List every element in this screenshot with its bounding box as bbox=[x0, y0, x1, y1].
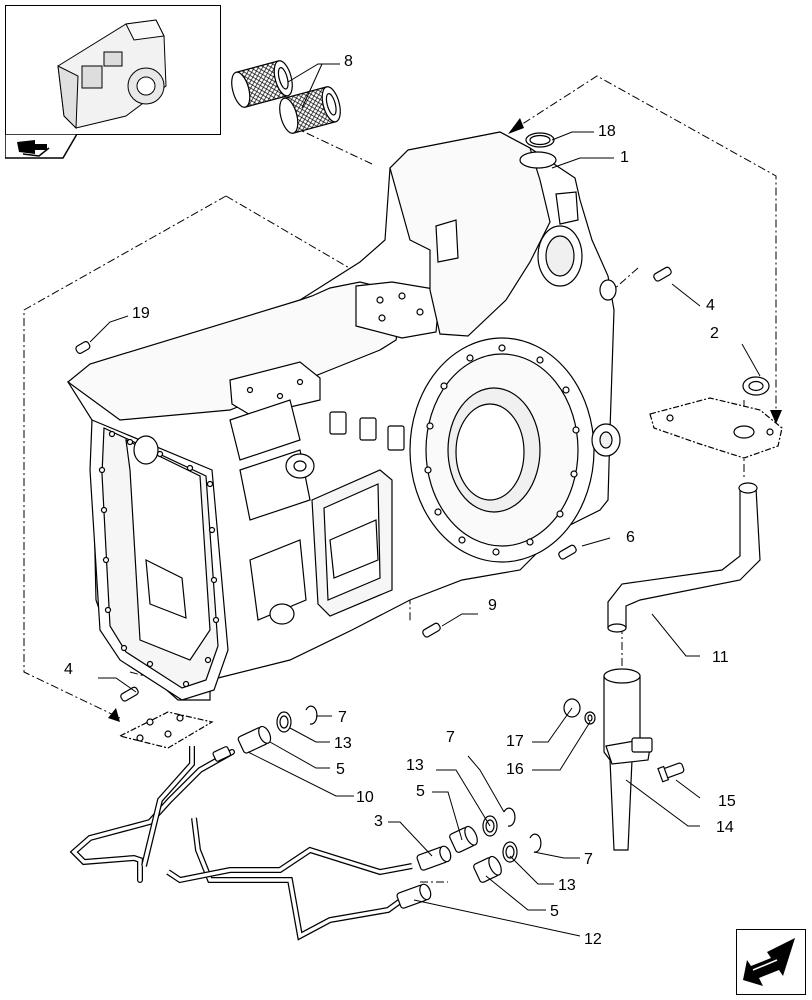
callout-7-c: 7 bbox=[584, 851, 593, 868]
callout-16: 16 bbox=[506, 761, 524, 778]
callout-5-b: 5 bbox=[416, 783, 425, 800]
callout-5-a: 5 bbox=[336, 761, 345, 778]
book-arrow-icon bbox=[4, 133, 79, 159]
callout-14: 14 bbox=[716, 819, 734, 836]
callout-6: 6 bbox=[626, 529, 635, 546]
right-pipe-assembly bbox=[563, 482, 761, 851]
callout-10: 10 bbox=[356, 789, 374, 806]
callout-1: 1 bbox=[620, 149, 629, 166]
callout-15: 15 bbox=[718, 793, 736, 810]
roller-bearings bbox=[231, 60, 341, 134]
next-page-button[interactable] bbox=[736, 929, 806, 995]
callout-8: 8 bbox=[344, 53, 353, 70]
callout-13-a: 13 bbox=[334, 735, 352, 752]
callout-9: 9 bbox=[488, 597, 497, 614]
callout-5-c: 5 bbox=[550, 903, 559, 920]
housing-thumbnail-icon bbox=[57, 19, 167, 130]
callout-11: 11 bbox=[712, 649, 729, 666]
callout-4-right: 4 bbox=[706, 297, 715, 314]
next-page-arrow-icon bbox=[743, 938, 795, 986]
reference-thumbnail bbox=[5, 5, 221, 135]
callout-18: 18 bbox=[598, 123, 616, 140]
rear-transmission-housing bbox=[67, 131, 621, 701]
lower-pipe-group bbox=[69, 705, 542, 941]
callout-7-a: 7 bbox=[338, 709, 347, 726]
callout-13-c: 13 bbox=[558, 877, 576, 894]
callout-2: 2 bbox=[710, 325, 719, 342]
back-tab[interactable] bbox=[4, 133, 79, 165]
callout-4-left: 4 bbox=[64, 661, 73, 678]
callout-19: 19 bbox=[132, 305, 150, 322]
callout-12: 12 bbox=[584, 931, 602, 948]
callout-labels: 8 18 1 4 2 19 6 9 11 4 7 13 5 10 7 13 5 … bbox=[64, 53, 736, 948]
small-parts bbox=[75, 132, 783, 702]
leader-lines bbox=[89, 63, 761, 937]
callout-17: 17 bbox=[506, 733, 524, 750]
callout-13-b: 13 bbox=[406, 757, 424, 774]
callout-3: 3 bbox=[374, 813, 383, 830]
callout-7-b: 7 bbox=[446, 729, 455, 746]
